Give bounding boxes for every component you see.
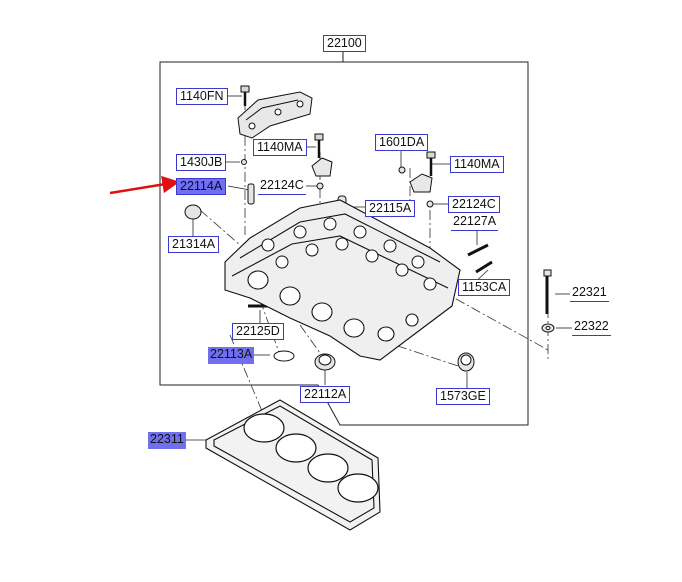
callout-22124c-right[interactable]: 22124C — [448, 196, 500, 213]
callout-22115a[interactable]: 22115A — [365, 200, 416, 217]
callout-1601da[interactable]: 1601DA — [375, 134, 429, 151]
head-gasket — [205, 399, 381, 531]
camshaft-bearing-caps — [237, 91, 433, 193]
callout-21314a[interactable]: 21314A — [168, 236, 220, 253]
callout-22124c-left[interactable]: 22124C — [258, 178, 306, 195]
cam-cap-bolts — [240, 85, 436, 176]
assembly-frame — [159, 61, 529, 426]
callout-22100[interactable]: 22100 — [323, 35, 366, 52]
callout-22113a[interactable]: 22113A — [208, 347, 255, 364]
callout-1573ge[interactable]: 1573GE — [436, 388, 490, 405]
callout-1430jb[interactable]: 1430JB — [176, 154, 227, 171]
callout-22127a[interactable]: 22127A — [451, 214, 499, 231]
callout-1140fn[interactable]: 1140FN — [176, 88, 228, 105]
callout-22321[interactable]: 22321 — [570, 285, 609, 302]
callout-22322[interactable]: 22322 — [572, 319, 611, 336]
cylinder-head-valve-bores — [261, 217, 437, 291]
callout-22125d[interactable]: 22125D — [232, 323, 284, 340]
leader-lines — [182, 95, 572, 441]
cylinder-head — [224, 199, 461, 361]
callout-1140ma-right[interactable]: 1140MA — [450, 156, 504, 173]
cylinder-head-ports — [247, 270, 419, 342]
callout-22114a-selected[interactable]: 22114A — [176, 178, 227, 195]
callout-1153ca[interactable]: 1153CA — [458, 279, 511, 296]
pointer-arrow — [109, 175, 180, 195]
callout-22112a[interactable]: 22112A — [300, 386, 351, 403]
head-gasket-bores — [243, 413, 379, 503]
callout-22311[interactable]: 22311 — [148, 432, 186, 449]
callout-1140ma-left[interactable]: 1140MA — [253, 139, 307, 156]
